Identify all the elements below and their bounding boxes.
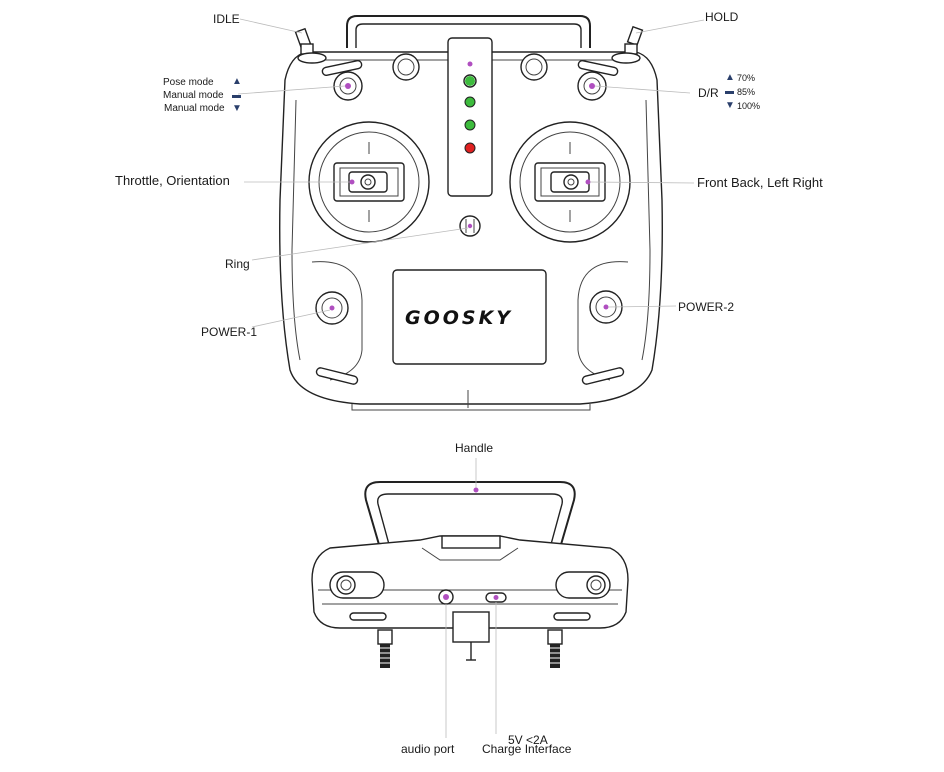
- audio-port-label: audio port: [401, 742, 455, 756]
- ring-knob[interactable]: [459, 215, 481, 237]
- front-left-switch: [377, 629, 393, 668]
- audio-port-dot: [443, 594, 449, 600]
- manual-mode-label-1: Manual mode: [163, 90, 224, 101]
- front-back-left-right-label: Front Back, Left Right: [697, 175, 823, 190]
- up-arrow-icon: ▲: [725, 72, 735, 83]
- handle-dot: [473, 487, 479, 493]
- goosky-logo: GOOSKY: [405, 307, 514, 329]
- dr-switch[interactable]: [577, 71, 607, 101]
- up-arrow-icon: ▲: [232, 76, 242, 87]
- led-green-3: [464, 119, 476, 131]
- power-1-button[interactable]: [315, 291, 349, 325]
- power-2-dot: [603, 304, 609, 310]
- dash-icon: [725, 91, 734, 94]
- ring-dot: [467, 223, 473, 229]
- dr-switch-dot: [589, 83, 595, 89]
- right-gimbal-stick[interactable]: [509, 121, 631, 243]
- hold-switch[interactable]: [611, 25, 644, 64]
- left-stick-dot: [349, 179, 355, 185]
- dr-70-label: 70%: [737, 73, 756, 83]
- mode-switch-dot: [345, 83, 351, 89]
- charge-port-dot: [493, 595, 499, 600]
- throttle-orientation-label: Throttle, Orientation: [115, 173, 230, 188]
- left-gimbal-stick[interactable]: [308, 121, 430, 243]
- left-bumper[interactable]: [329, 571, 385, 599]
- controller-top-view: [237, 15, 705, 411]
- dr-85-label: 85%: [737, 87, 756, 97]
- top-button-right[interactable]: [520, 53, 548, 81]
- power-2-label: POWER-2: [678, 300, 735, 314]
- display-screen: [392, 269, 547, 365]
- charge-voltage-label: 5V <2A: [508, 733, 548, 747]
- down-arrow-icon: ▼: [232, 103, 242, 114]
- led-indicator-top: [467, 61, 473, 67]
- led-green-2: [464, 96, 476, 108]
- pose-mode-label: Pose mode: [163, 77, 214, 88]
- idle-label: IDLE: [213, 12, 240, 26]
- audio-port[interactable]: [438, 589, 454, 605]
- hold-label: HOLD: [705, 10, 739, 24]
- controller-front-view: [311, 458, 629, 738]
- charge-port[interactable]: [485, 592, 507, 603]
- charge-interface-label: Charge Interface: [482, 742, 572, 756]
- led-red: [464, 142, 476, 154]
- dash-icon: [232, 95, 241, 98]
- ring-label: Ring: [225, 257, 250, 271]
- right-stick-dot: [585, 179, 591, 185]
- dr-label: D/R: [698, 86, 719, 100]
- down-arrow-icon: ▼: [725, 100, 735, 111]
- dr-100-label: 100%: [737, 101, 761, 111]
- front-right-switch: [547, 629, 563, 668]
- flight-mode-switch[interactable]: [333, 71, 363, 101]
- handle-label: Handle: [455, 441, 494, 455]
- led-panel: [447, 37, 493, 197]
- right-bumper[interactable]: [555, 571, 611, 599]
- power-1-label: POWER-1: [201, 325, 258, 339]
- top-button-left[interactable]: [392, 53, 420, 81]
- idle-switch[interactable]: [294, 27, 327, 64]
- power-1-dot: [329, 305, 335, 311]
- manual-mode-label-2: Manual mode: [164, 103, 225, 114]
